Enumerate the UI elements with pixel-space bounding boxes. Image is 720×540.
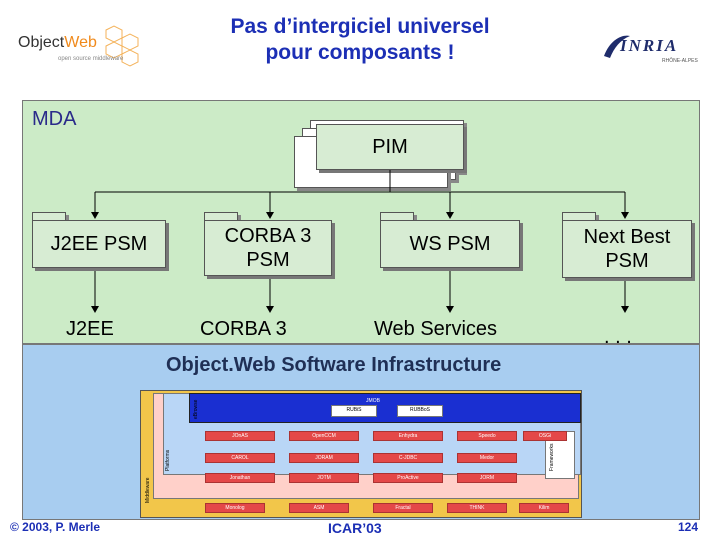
comp-jonathan: Jonathan xyxy=(205,473,275,483)
comp-carol: CAROL xyxy=(205,453,275,463)
component-diagram: JMOB RUBiS RUBBoS JOnAS OpenCCM Enhydra … xyxy=(140,390,582,518)
comp-fractal: Fractal xyxy=(373,503,433,513)
comp-kilim: Kilim xyxy=(519,503,569,513)
platform-webservices: Web Services xyxy=(374,318,498,340)
platform-j2ee: J2EE xyxy=(66,318,114,340)
footer-page-number: 124 xyxy=(678,520,699,534)
comp-jorm: JORM xyxy=(457,473,517,483)
pim-box: PIM xyxy=(316,124,464,170)
inria-logo: INRIA RHÔNE-ALPES xyxy=(600,30,700,66)
slide-title-line2: pour composants ! xyxy=(265,41,455,64)
side-label-ebrowse: eBrowse xyxy=(193,399,199,419)
comp-jotm: JOTM xyxy=(289,473,359,483)
infrastructure-title: Object.Web Software Infrastructure xyxy=(166,354,502,376)
comp-cjdbc: C-JDBC xyxy=(373,453,443,463)
psm-j2ee-line1: J2EE PSM xyxy=(50,233,148,255)
objectweb-logo: ObjectWeb open source middleware xyxy=(14,24,144,74)
platform-corba: CORBA 3 xyxy=(200,318,287,340)
comp-enhydra: Enhydra xyxy=(373,431,443,441)
slide-title-line1: Pas d’intergiciel universel xyxy=(230,15,490,38)
side-label-platforms: Platforms xyxy=(165,449,171,471)
psm-box-j2ee: J2EE PSM xyxy=(32,220,166,268)
comp-rubis: RUBiS xyxy=(331,405,377,417)
mda-label: MDA xyxy=(32,108,77,130)
comp-jonas: JOnAS xyxy=(205,431,275,441)
footer-conference: ICAR’03 xyxy=(328,520,382,536)
comp-openccm: OpenCCM xyxy=(289,431,359,441)
slide-title: Pas d’intergiciel universel pour composa… xyxy=(150,14,570,66)
objectweb-logo-tagline: open source middleware xyxy=(58,56,124,62)
psm-ws-line1: WS PSM xyxy=(409,233,491,255)
comp-asm: ASM xyxy=(289,503,349,513)
objectweb-logo-text: ObjectWeb xyxy=(18,34,97,51)
comp-rubbos: RUBBoS xyxy=(397,405,443,417)
psm-next-line2: PSM xyxy=(605,250,649,272)
platform-more: . . . xyxy=(604,326,632,348)
objectweb-logo-graphic xyxy=(105,25,139,67)
psm-corba-line1: CORBA 3 xyxy=(224,225,312,247)
comp-proactive: ProActive xyxy=(373,473,443,483)
psm-next-line1: Next Best xyxy=(583,226,671,248)
comp-monolog: Monolog xyxy=(205,503,265,513)
comp-speedo: Speedo xyxy=(457,431,517,441)
side-label-frameworks: Frameworks xyxy=(549,443,555,471)
footer-copyright: © 2003, P. Merle xyxy=(10,520,101,534)
inria-logo-sub: RHÔNE-ALPES xyxy=(662,58,698,64)
comp-medor: Medor xyxy=(457,453,517,463)
pim-label: PIM xyxy=(372,136,408,158)
comp-joram: JORAM xyxy=(289,453,359,463)
inria-logo-word: INRIA xyxy=(620,36,679,55)
psm-box-ws: WS PSM xyxy=(380,220,520,268)
psm-corba-line2: PSM xyxy=(246,249,290,271)
comp-osgi: OSGi xyxy=(523,431,567,441)
inria-logo-graphic xyxy=(604,35,630,58)
comp-think: THINK xyxy=(447,503,507,513)
side-label-middleware: Middleware xyxy=(145,477,151,503)
